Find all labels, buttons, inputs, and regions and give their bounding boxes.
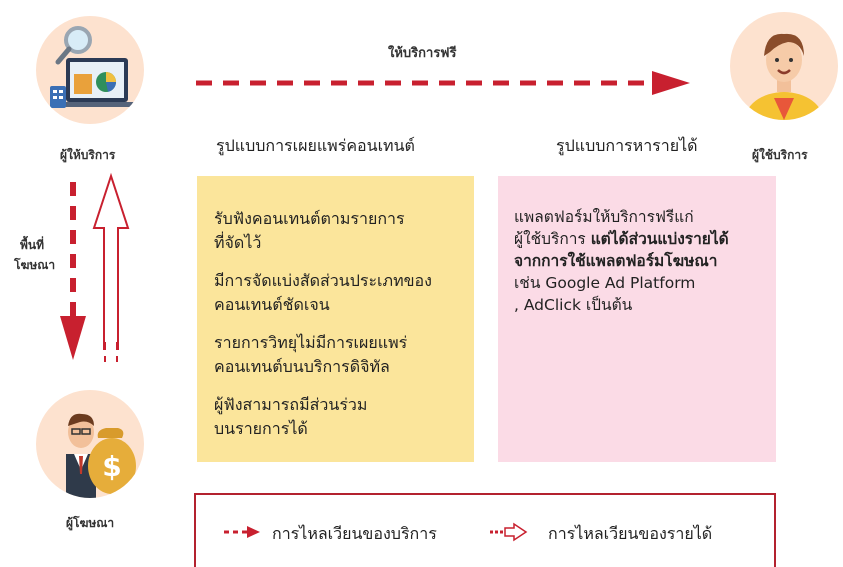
revenue-text-line2-plain: ผู้ใช้บริการ [514, 230, 591, 248]
svg-text:$: $ [102, 450, 121, 483]
content-item-2-line2: คอนเทนต์ชัดเจน [214, 295, 330, 314]
ad-space-label-line1: พื้นที่ [20, 238, 45, 252]
legend-box [194, 493, 776, 567]
content-model-box [197, 176, 474, 462]
advertiser-label: ผู้โฆษณา [66, 516, 115, 530]
content-item-2-line1: มีการจัดแบ่งสัดส่วนประเภทของ [214, 271, 432, 290]
revenue-text-line2-bold: แต่ได้ส่วนแบ่งรายได้ [590, 230, 729, 248]
ad-space-label-line2: โฆษณา [14, 258, 56, 272]
revenue-text-line1: แพลตฟอร์มให้บริการฟรีแก่ [514, 208, 694, 226]
content-item-3-line2: คอนเทนต์บนบริการดิจิทัล [214, 357, 390, 376]
revenue-text-line3-bold: จากการใช้แพลตฟอร์มโฆษณา [514, 252, 718, 270]
revenue-text-line2: ผู้ใช้บริการ แต่ได้ส่วนแบ่งรายได้ [514, 228, 776, 250]
legend-revenue-flow-label: การไหลเวียนของรายได้ [548, 524, 713, 543]
content-model-heading: รูปแบบการเผยแพร่คอนเทนต์ [216, 136, 415, 155]
revenue-model-description: แพลตฟอร์มให้บริการฟรีแก่ ผู้ใช้บริการ แต… [514, 206, 776, 316]
user-avatar [730, 12, 838, 120]
top-arrow-label: ให้บริการฟรี [388, 46, 457, 61]
content-item-4-line2: บนรายการได้ [214, 419, 308, 438]
content-item-4-line1: ผู้ฟังสามารถมีส่วนร่วม [214, 395, 368, 414]
provider-label: ผู้ให้บริการ [60, 148, 116, 162]
user-label: ผู้ใช้บริการ [752, 148, 808, 162]
content-item-1-line1: รับฟังคอนเทนต์ตามรายการ [214, 209, 405, 228]
laptop-analytics-icon [50, 26, 136, 108]
revenue-text-line5: , AdClick เป็นต้น [514, 296, 633, 314]
legend-service-flow-label: การไหลเวียนของบริการ [272, 524, 437, 543]
content-item-3-line1: รายการวิทยุไม่มีการเผยแพร่ [214, 333, 408, 352]
woman-avatar-icon [744, 33, 824, 120]
legend-revenue-flow-icon [490, 522, 528, 542]
provider-avatar [36, 16, 144, 124]
content-item-1-line2: ที่จัดไว้ [214, 233, 262, 252]
advertiser-avatar: $ [36, 390, 144, 498]
revenue-text-line4: เช่น Google Ad Platform [514, 274, 696, 292]
revenue-model-box [498, 176, 776, 462]
legend-service-flow-icon [224, 526, 260, 538]
revenue-text-line3: จากการใช้แพลตฟอร์มโฆษณา [514, 250, 776, 272]
revenue-model-heading: รูปแบบการหารายได้ [556, 136, 698, 155]
businessman-money-bag-icon: $ [66, 413, 136, 498]
